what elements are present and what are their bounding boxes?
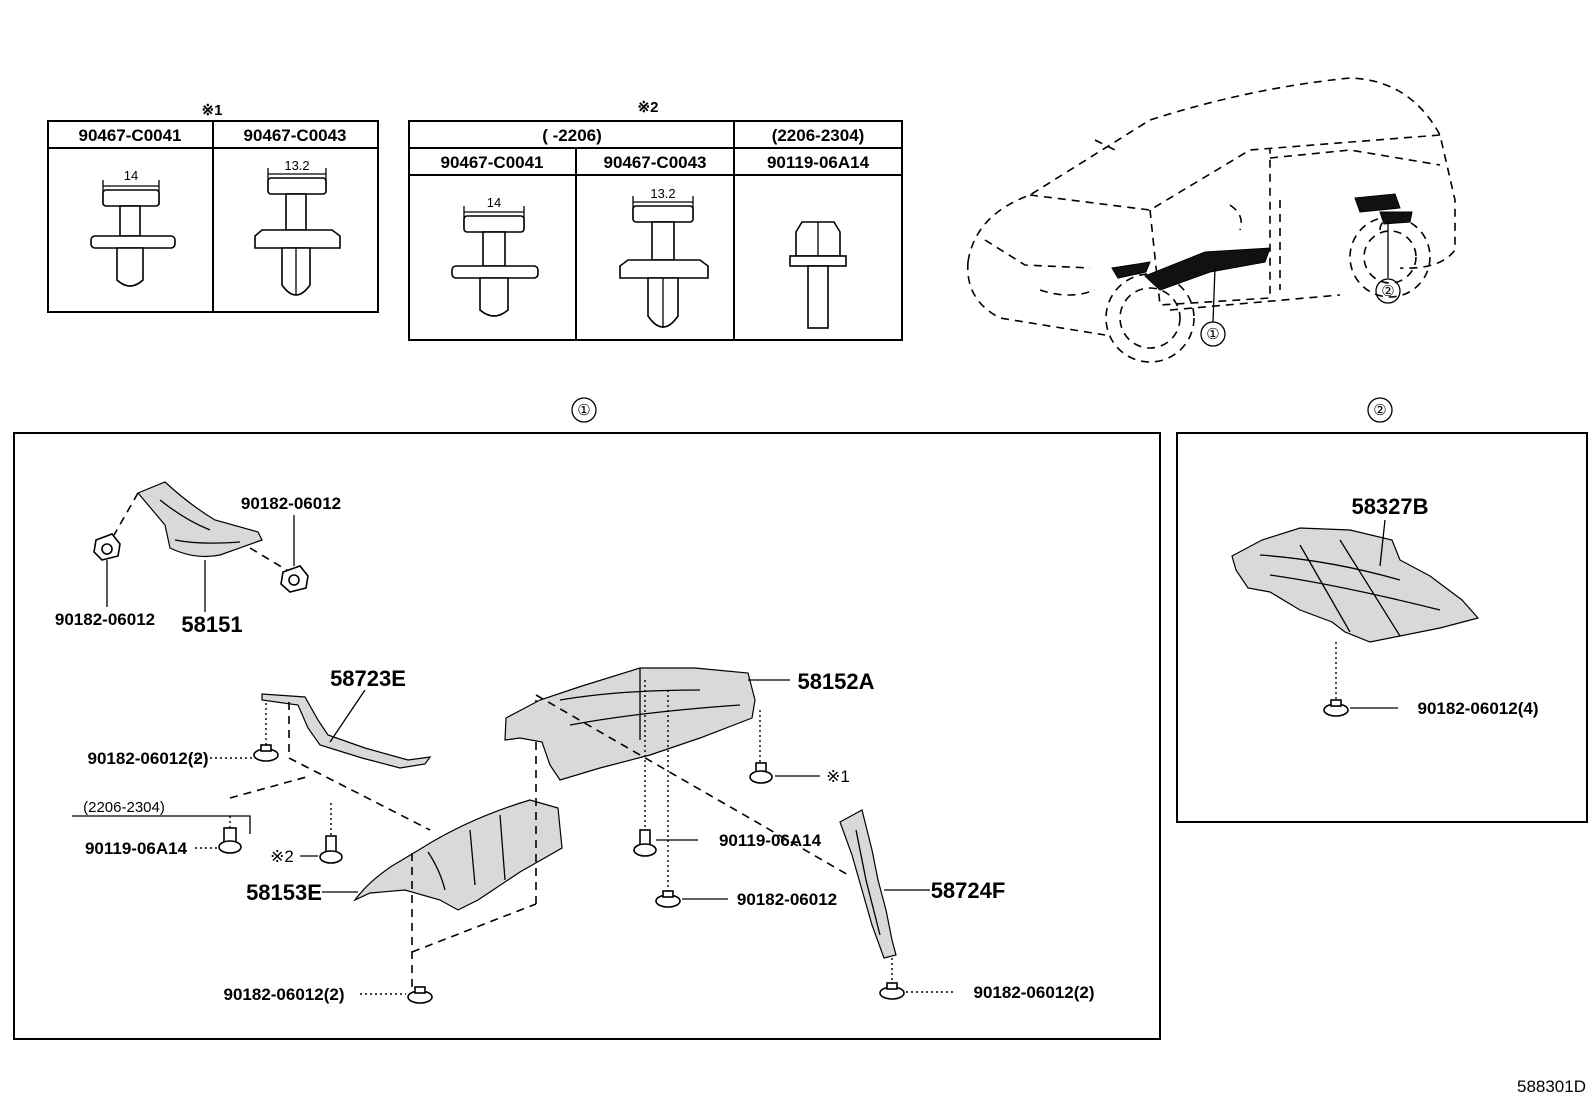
label-clip-mid: 90182-06012 (737, 890, 837, 909)
section2-title: ② (1373, 402, 1386, 419)
section1-title: ① (577, 402, 590, 419)
table2-dim-13-2: 13.2 (650, 186, 675, 201)
label-58151-clip-right: 90182-06012 (241, 494, 341, 513)
clip-icon: 90182-06012 (241, 494, 341, 593)
clip-table-2: ※2 ( -2206) (2206-2304) 90467-C0041 9046… (408, 99, 903, 341)
label-58327b: 58327B (1351, 494, 1428, 519)
part-58327b: 58327B (1231, 494, 1480, 700)
clip-ref-2: ※2 (270, 803, 343, 866)
bolt-90119-right: 90119-06A14 (633, 829, 822, 857)
table2-dim-14: 14 (487, 195, 501, 210)
clip-icon: 90182-06012(4) (1323, 699, 1539, 718)
vehicle-overview: ① ② (967, 77, 1456, 363)
clip-icon: 90182-06012(2) (224, 985, 433, 1004)
table1-note: ※1 (202, 102, 223, 119)
label-ref-2: ※2 (270, 847, 294, 866)
clip-icon: 90182-06012 (655, 890, 837, 909)
clip-c0043-icon: 13.2 (254, 158, 341, 296)
vehicle-callout-1: ① (1206, 326, 1219, 343)
section-1: ① 58151 90182-06012 90182-06012 5 (13, 397, 1161, 1040)
label-58151: 58151 (181, 612, 242, 637)
label-58724f-clip: 90182-06012(2) (974, 983, 1095, 1002)
table2-range-b: (2206-2304) (772, 126, 865, 145)
clip-table-1: ※1 90467-C0041 90467-C0043 14 13.2 (47, 102, 379, 313)
bolt-90119-left: (2206-2304) 90119-06A14 (72, 799, 251, 858)
clip-icon: 90182-06012(2) (879, 982, 1095, 1002)
clip-ref-1: ※1 (749, 762, 850, 786)
label-58152a: 58152A (797, 669, 874, 694)
clip-icon: 90182-06012 (55, 533, 155, 629)
table2-part-06a14: 90119-06A14 (767, 153, 870, 172)
label-58153e-clip: 90182-06012(2) (224, 985, 345, 1004)
clip-c0041-icon: 14 (90, 168, 176, 287)
table1-part-c0041: 90467-C0041 (78, 126, 181, 145)
clip-c0041-icon: 14 (451, 195, 539, 317)
label-58724f: 58724F (931, 878, 1006, 903)
part-58152a: 58152A (504, 667, 875, 892)
table2-note: ※2 (638, 99, 659, 116)
label-range-note: (2206-2304) (83, 799, 165, 816)
table1-dim-13-2: 13.2 (284, 158, 309, 173)
table1-dim-14: 14 (124, 168, 138, 183)
table1-part-c0043: 90467-C0043 (243, 126, 346, 145)
table2-range-a: ( -2206) (542, 126, 602, 145)
label-58723e-clip: 90182-06012(2) (88, 749, 209, 768)
diagram-id: 588301D (1517, 1077, 1586, 1096)
part-58151: 58151 (109, 481, 291, 637)
clip-c0043-icon: 13.2 (619, 186, 709, 328)
label-bolt-left: 90119-06A14 (85, 839, 188, 858)
vehicle-callout-2: ② (1381, 283, 1394, 300)
label-ref-1: ※1 (826, 767, 850, 786)
part-58724f: 58724F (839, 809, 1006, 986)
part-58723e: 58723E (229, 666, 432, 831)
table2-part-c0043: 90467-C0043 (603, 153, 706, 172)
section-2: ② 58327B 90182-06012(4) (1176, 397, 1588, 823)
table2-part-c0041: 90467-C0041 (440, 153, 543, 172)
bolt-06a14-icon (789, 221, 847, 329)
label-58327b-clip: 90182-06012(4) (1418, 699, 1539, 718)
clip-icon: 90182-06012(2) (88, 744, 279, 768)
label-58151-clip-left: 90182-06012 (55, 610, 155, 629)
label-bolt-right: 90119-06A14 (719, 831, 822, 850)
label-58153e: 58153E (246, 880, 322, 905)
label-58723e: 58723E (330, 666, 406, 691)
